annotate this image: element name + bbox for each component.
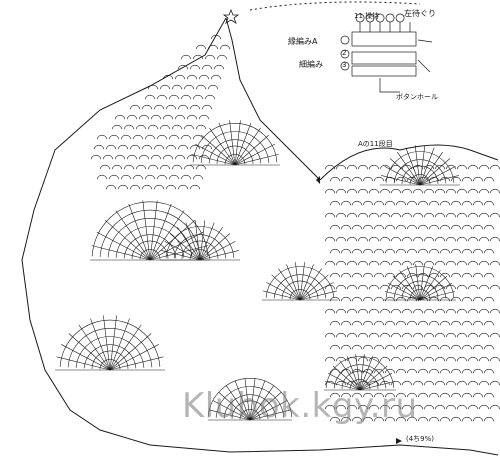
- chart-outline: [21, 1, 499, 456]
- legend-row-a: 縁編みA: [288, 37, 318, 46]
- row-arrow-icon: [316, 176, 320, 184]
- legend-row-a-number: 2: [342, 49, 347, 57]
- watermark-text: Klubok.kgy.ru: [182, 386, 418, 426]
- end-arrow-icon: [396, 438, 402, 444]
- legend-schematic: [340, 13, 433, 93]
- start-star-icon: [222, 8, 240, 24]
- legend-buttonhole: ボタンホール: [396, 93, 438, 101]
- legend-title: 左待ぐり: [404, 9, 436, 18]
- pineapple-fans: [55, 120, 460, 421]
- mesh-upper-left: [90, 34, 231, 190]
- annotation-bottom-right: (4ち9%): [406, 435, 435, 443]
- annotation-a-row: Aの11段目: [358, 140, 393, 148]
- legend-row-b-number: 3: [342, 61, 347, 69]
- legend-row-lines: 11 操持: [354, 12, 380, 20]
- mesh-right: [324, 164, 500, 422]
- legend-row-b: 細編み: [299, 60, 323, 69]
